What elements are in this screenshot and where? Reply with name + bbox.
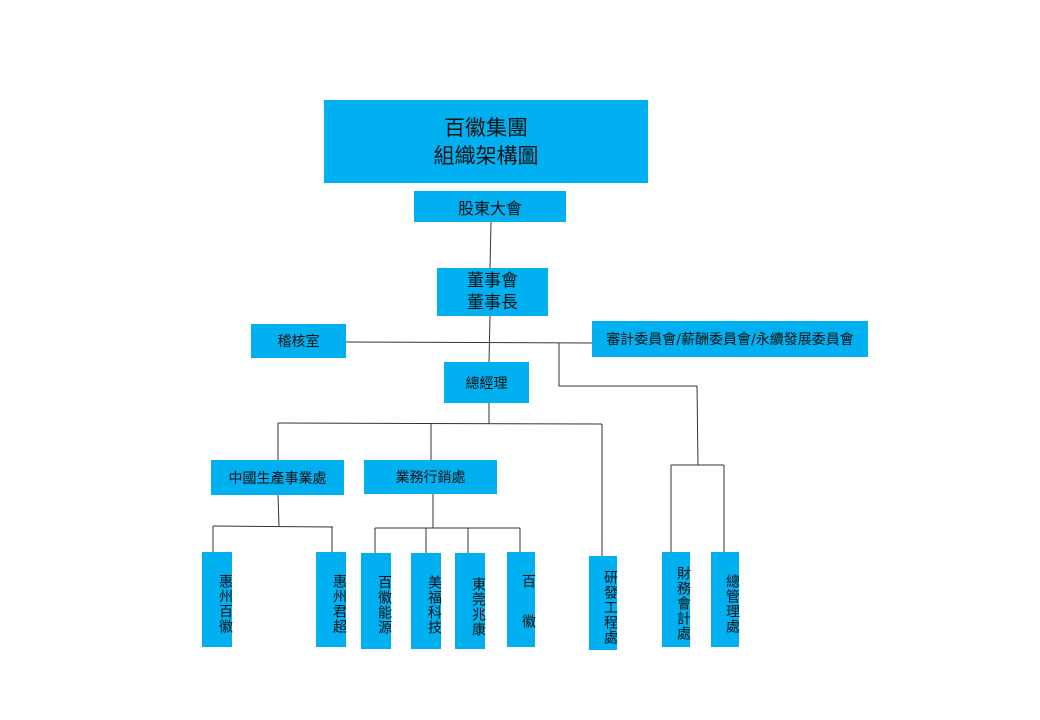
chart-title-box: 百徽集團 組織架構圖 (324, 100, 648, 183)
node-label: 業務行銷處 (395, 470, 466, 486)
node-label: 稽核室 (277, 334, 320, 350)
node-label: 董事會 (467, 271, 518, 291)
node-label: 百 徽 (520, 573, 536, 634)
node-label: 中國生產事業處 (228, 470, 327, 487)
node-label: 百徽能源 (376, 575, 392, 635)
node-general-admin: 總管理處 (711, 552, 740, 647)
node-rd-engineering: 研發工程處 (589, 556, 618, 650)
node-sales-marketing: 業務行銷處 (364, 460, 497, 494)
node-label: 東莞兆康 (470, 577, 486, 637)
node-label: 惠州百徽 (217, 573, 233, 634)
node-label: 總經理 (465, 375, 508, 392)
chart-title-line1: 百徽集團 (444, 115, 528, 140)
node-meifu-tech: 美福科技 (411, 553, 442, 649)
node-finance-accounting: 財務會計處 (662, 552, 691, 647)
node-label: 總管理處 (724, 573, 740, 634)
node-label: 財務會計處 (675, 566, 691, 641)
node-board: 董事會 董事長 (437, 268, 548, 316)
node-label: 研發工程處 (602, 569, 618, 645)
node-audit-office: 稽核室 (251, 324, 346, 358)
node-general-manager: 總經理 (444, 362, 529, 403)
node-shareholders: 股東大會 (414, 191, 566, 222)
node-label: 審計委員會/薪酬委員會/永續發展委員會 (606, 332, 854, 348)
node-label: 股東大會 (457, 198, 522, 218)
node-china-production: 中國生產事業處 (211, 460, 344, 495)
node-label: 惠州君超 (331, 573, 347, 634)
node-huizhou-baihui: 惠州百徽 (202, 552, 233, 647)
node-label: 美福科技 (426, 575, 442, 635)
node-dongguan-zhaokang: 東莞兆康 (455, 553, 486, 649)
node-label: 董事長 (467, 293, 518, 313)
chart-title-line2: 組織架構圖 (433, 143, 539, 168)
node-baihui: 百 徽 (507, 552, 536, 647)
node-committees: 審計委員會/薪酬委員會/永續發展委員會 (592, 321, 868, 357)
node-baihui-energy: 百徽能源 (361, 553, 392, 649)
node-huizhou-junchao: 惠州君超 (316, 552, 347, 647)
